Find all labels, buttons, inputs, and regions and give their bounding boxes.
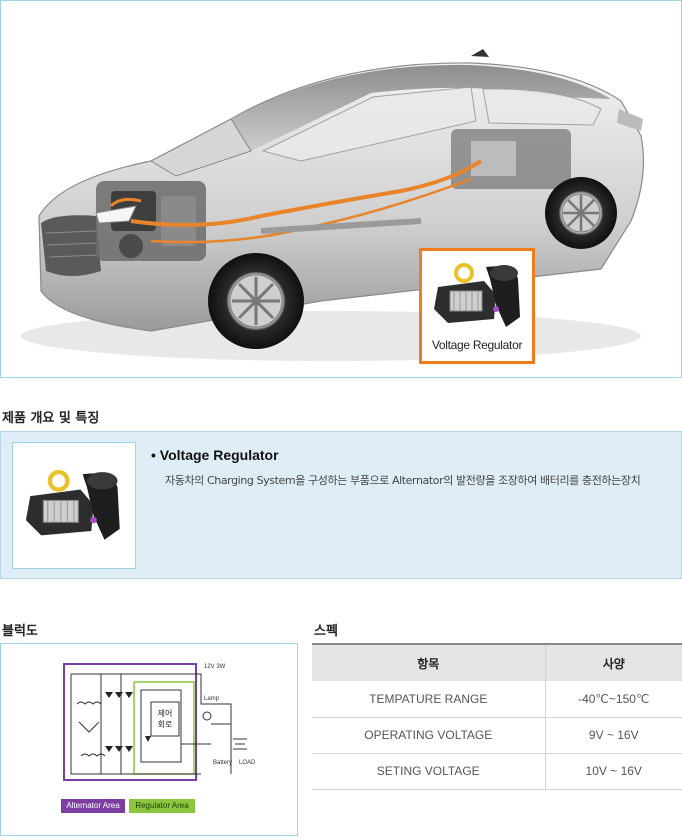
callout-label: Voltage Regulator [431,338,523,352]
product-description: 자동차의 Charging System을 구성하는 부품으로 Alternat… [165,474,641,487]
svg-text:LOAD: LOAD [239,760,256,766]
hero-image: Voltage Regulator [0,0,682,378]
spec-value: -40℃~150℃ [545,681,682,718]
spec-value: 9V ~ 16V [545,717,682,754]
spec-header-value: 사양 [545,643,682,681]
car-illustration [21,49,645,361]
spec-header-row: 항목 사양 [312,643,682,681]
block-diagram-title: 블럭도 [2,624,38,639]
spec-item: SETING VOLTAGE [312,753,546,790]
product-heading: • Voltage Regulator [151,447,279,463]
voltage-regulator-callout: Voltage Regulator [419,248,535,364]
table-row: TEMPATURE RANGE -40℃~150℃ [312,681,682,718]
legend-regulator-area: Regulator Area [129,799,195,813]
circuit-diagram: 제어 회로 12V 3W Lamp Battery LOAD [63,663,256,781]
overview-title: 제품 개요 및 특징 [2,411,100,426]
svg-text:12V 3W: 12V 3W [204,664,226,670]
spec-item: TEMPATURE RANGE [312,681,546,718]
overview-panel: • Voltage Regulator 자동차의 Charging System… [0,431,682,579]
table-row: OPERATING VOLTAGE 9V ~ 16V [312,717,682,754]
spec-table: 항목 사양 TEMPATURE RANGE -40℃~150℃ OPERATIN… [312,643,682,790]
control-circuit-label-line2: 회로 [158,720,173,729]
alternator-area-box [63,663,197,781]
svg-text:Battery: Battery [213,760,232,766]
control-circuit-label-line1: 제어 [158,708,173,718]
legend-alternator-area: Alternator Area [61,799,125,813]
product-thumbnail [12,442,136,569]
spec-value: 10V ~ 16V [545,753,682,790]
voltage-regulator-image [25,469,120,540]
svg-text:Lamp: Lamp [204,696,220,702]
block-diagram: 제어 회로 12V 3W Lamp Battery LOAD Alternato… [0,643,298,836]
spec-item: OPERATING VOLTAGE [312,717,546,754]
spec-header-item: 항목 [312,643,546,681]
table-row: SETING VOLTAGE 10V ~ 16V [312,753,682,790]
spec-title: 스펙 [314,624,338,639]
voltage-regulator-image [434,263,520,327]
